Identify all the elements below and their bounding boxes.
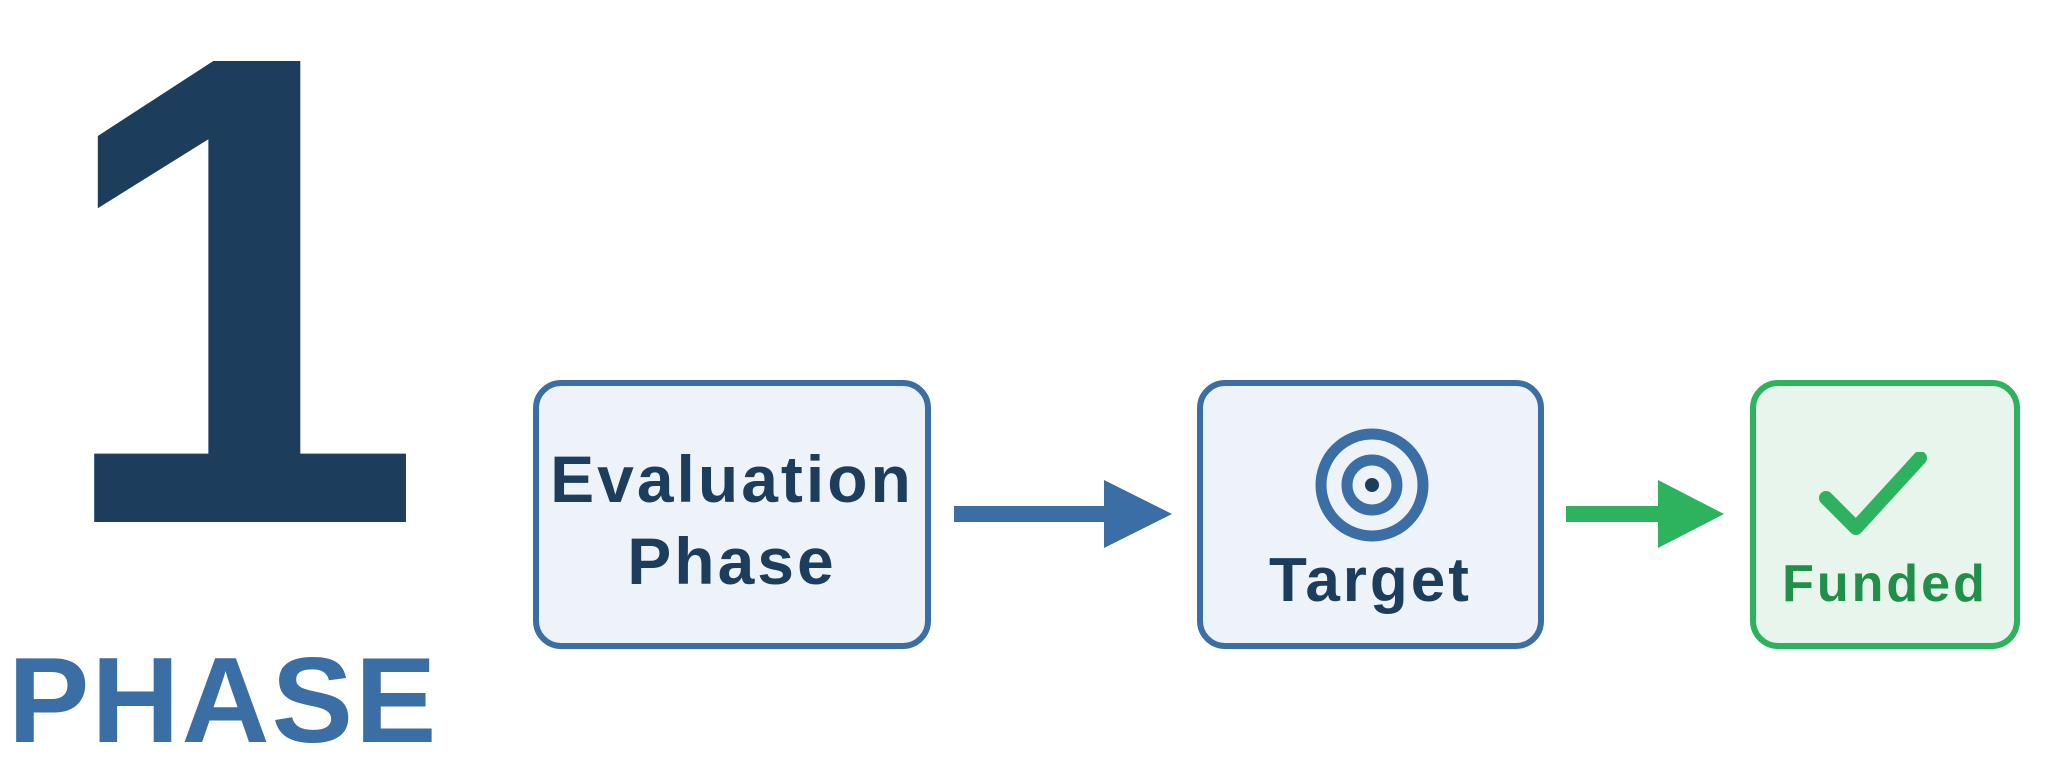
step-funded-box: Funded <box>1750 380 2020 649</box>
checkmark-icon <box>1819 452 1927 535</box>
target-icon <box>1315 428 1429 542</box>
step-evaluation-phase-label: Evaluation Phase <box>550 442 914 598</box>
step-funded-label: Funded <box>1782 555 1988 613</box>
step-evaluation-phase-box: Evaluation Phase <box>533 380 931 649</box>
arrow-right-icon <box>1566 480 1724 548</box>
phase-label: PHASE <box>8 632 439 768</box>
phase-number: 1 <box>52 0 425 664</box>
step-target-box: Target <box>1197 380 1544 649</box>
arrow-right-icon <box>954 480 1172 548</box>
step-target-label: Target <box>1269 546 1472 615</box>
